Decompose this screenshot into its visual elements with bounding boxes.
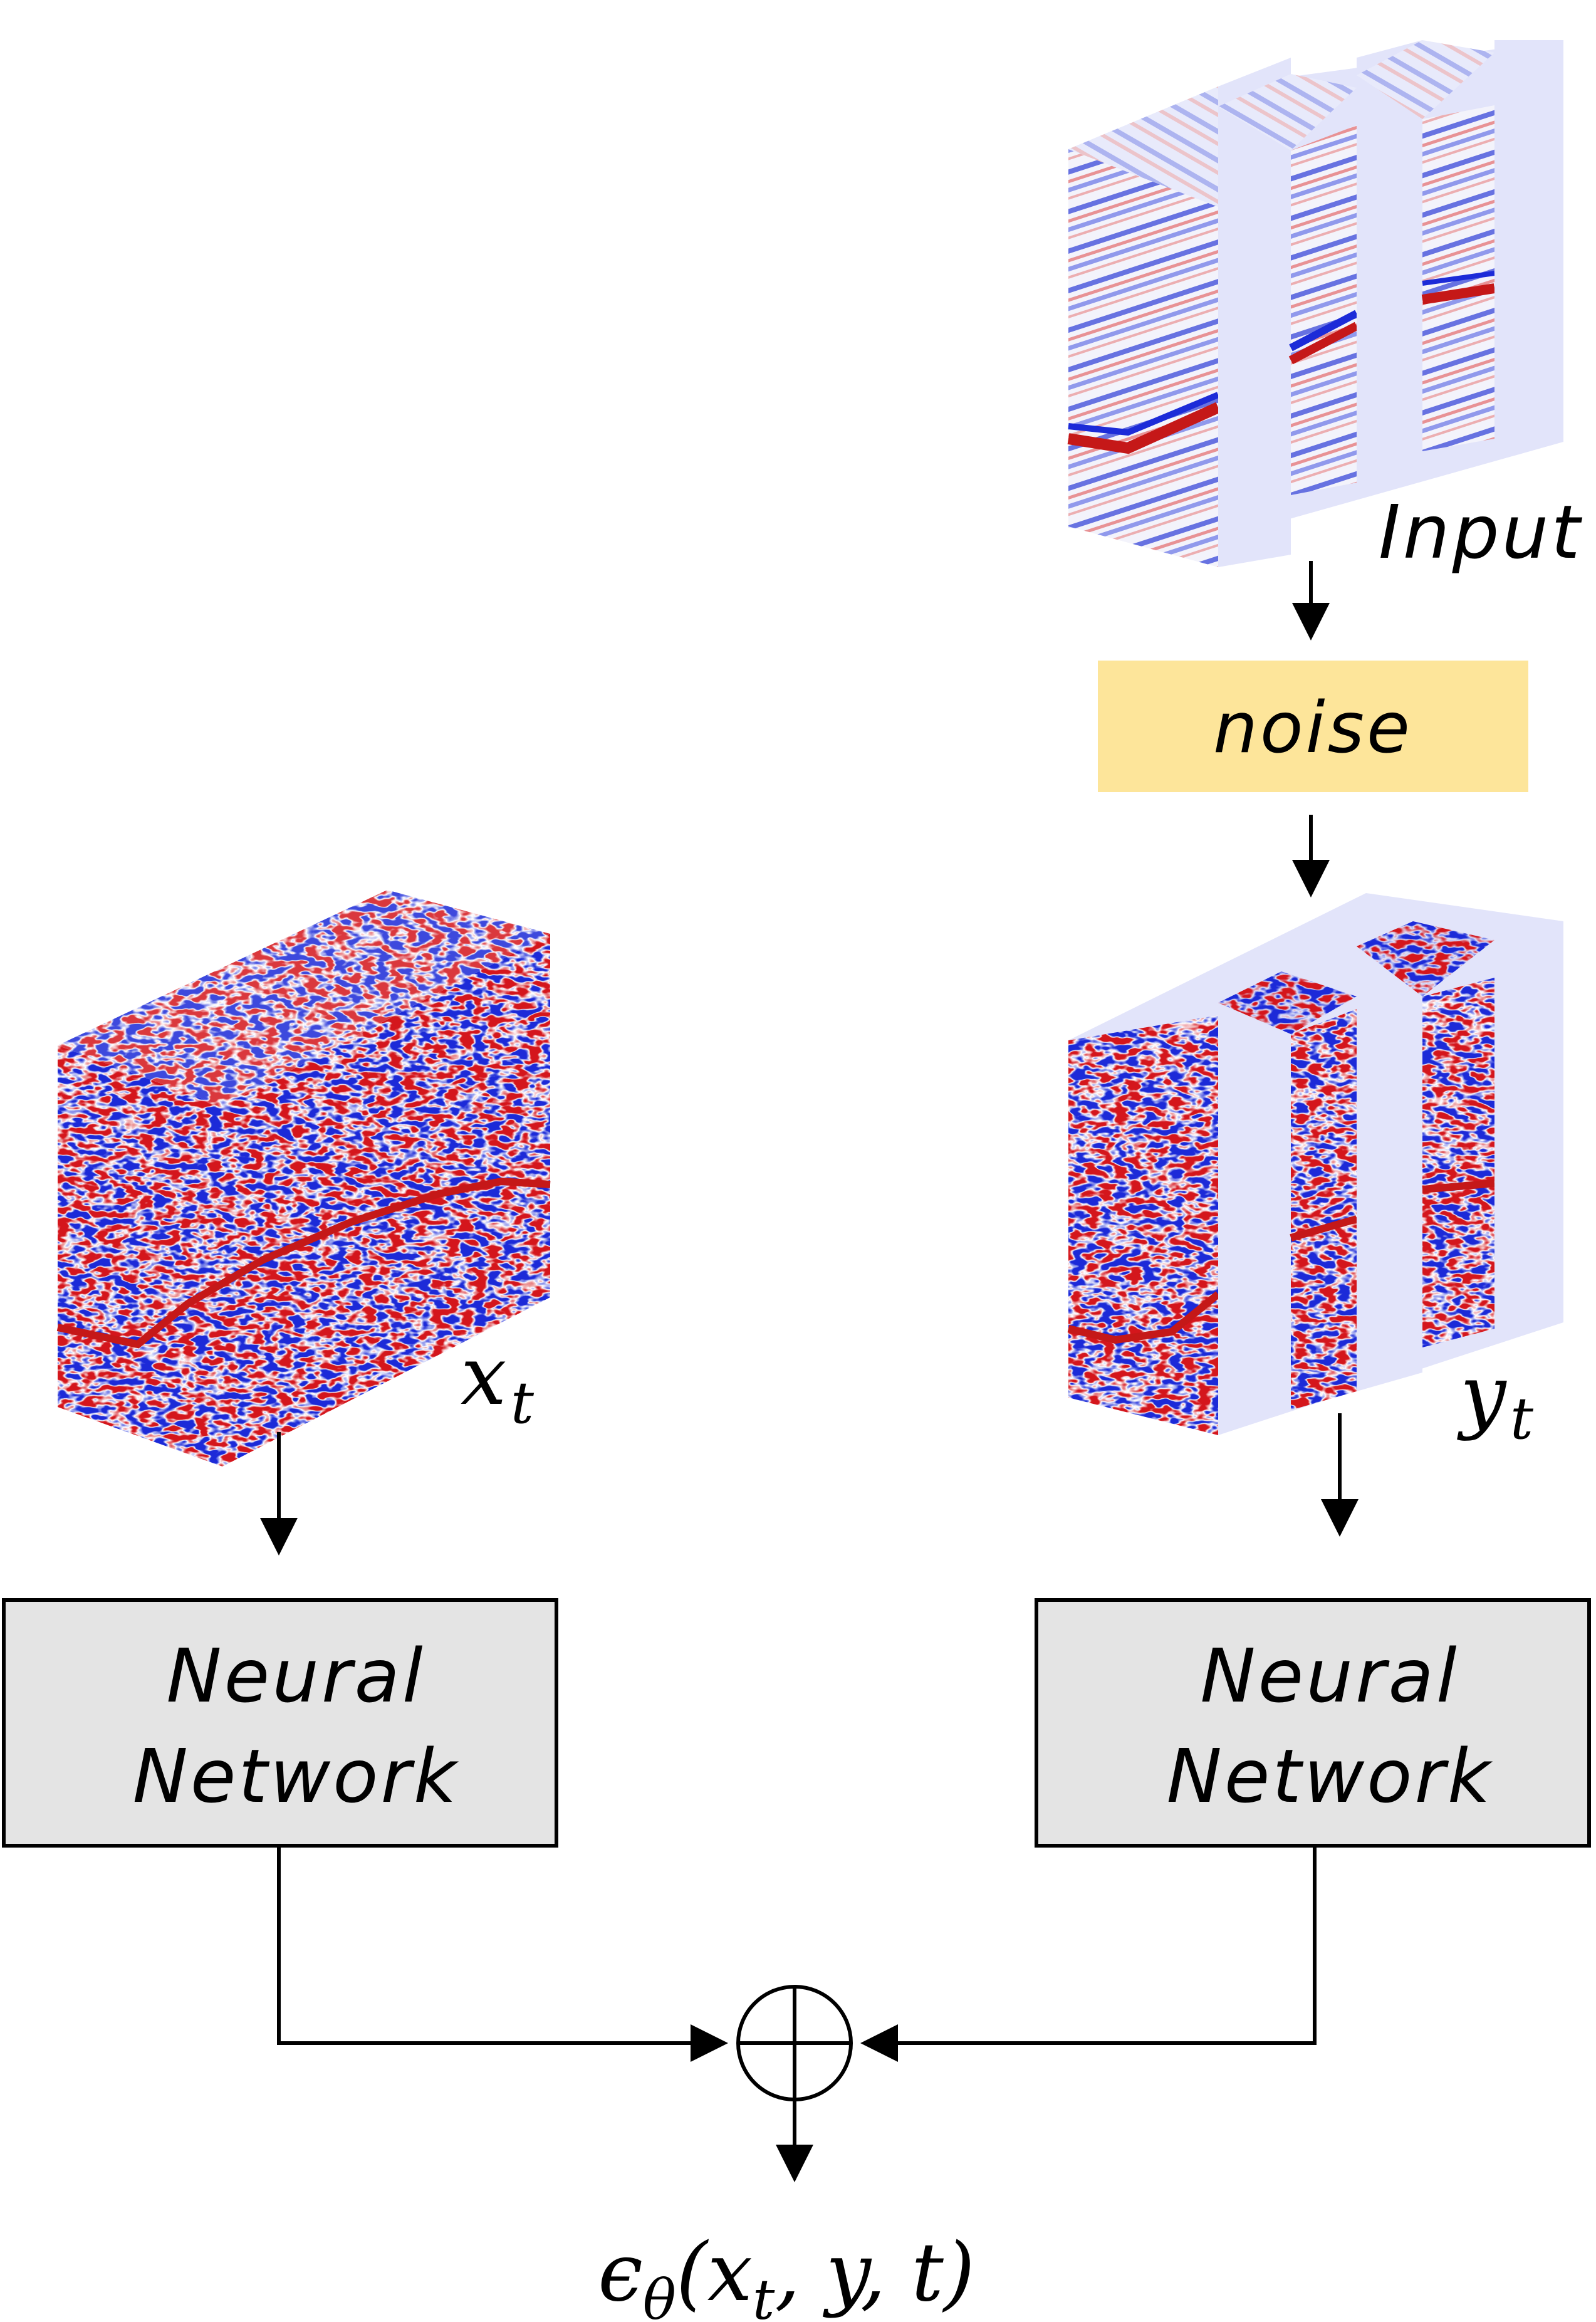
nn-right-box xyxy=(1035,1598,1591,1848)
nn-left-line2: Network xyxy=(133,1733,459,1819)
yt-volume xyxy=(1067,893,1563,1435)
nn-right-line1: Neural xyxy=(1200,1633,1459,1719)
nn-right-block: Neural Network xyxy=(1035,1598,1591,1848)
yt-event-line xyxy=(1067,1291,1221,1344)
input-stripe-3-top xyxy=(1357,40,1494,119)
input-stripe-3-event-b xyxy=(1422,271,1495,286)
nn-right-line2: Network xyxy=(1167,1733,1493,1819)
noise-box xyxy=(1098,661,1528,792)
connector-left xyxy=(277,1846,728,2062)
yt-mask-gap-2 xyxy=(1357,921,1422,1391)
input-stripe-3-event xyxy=(1421,283,1496,305)
connector-right xyxy=(860,1846,1317,2062)
output-formula: ϵθ(xt, y, t) xyxy=(598,2226,975,2322)
input-top-face-1 xyxy=(1068,86,1218,207)
circled-plus-icon xyxy=(736,1985,853,2101)
output-theta: θ xyxy=(643,2267,676,2322)
noise-label: noise xyxy=(1213,688,1412,769)
output-x-sub: t xyxy=(753,2267,775,2322)
xt-event-line xyxy=(56,1177,551,1349)
output-rest: , y, t) xyxy=(775,2226,974,2319)
nn-left-box xyxy=(2,1598,558,1848)
input-stripe-2 xyxy=(1291,125,1357,495)
input-event-line-2 xyxy=(1068,392,1219,436)
output-x: x xyxy=(707,2226,753,2319)
xt-subscript: t xyxy=(511,1369,535,1436)
xt-label: x t xyxy=(461,1328,535,1436)
yt-stripe-3-noise xyxy=(1422,978,1494,1347)
yt-front-block xyxy=(1068,1015,1218,1435)
yt-symbol: y xyxy=(1457,1347,1507,1442)
output-epsilon: ϵ xyxy=(598,2226,643,2319)
input-label: Input xyxy=(1379,489,1583,575)
output-open: ( xyxy=(676,2226,709,2319)
input-stripe-2-event-b xyxy=(1289,310,1359,352)
yt-stripe-3-event xyxy=(1422,1179,1495,1193)
input-mask-gap-1 xyxy=(1218,58,1291,567)
yt-mask-right xyxy=(1494,915,1563,1329)
output-text: ϵθ(xt, y, t) xyxy=(598,2226,975,2322)
nn-left-line1: Neural xyxy=(166,1633,425,1719)
xt-front-noise xyxy=(58,1045,222,1467)
yt-stripe-2-event xyxy=(1290,1215,1358,1242)
nn-left-block: Neural Network xyxy=(2,1598,558,1848)
input-stripe-2-top xyxy=(1218,74,1357,150)
yt-stripe-2-noise xyxy=(1291,1009,1357,1410)
input-mask-gap-2 xyxy=(1357,40,1422,483)
input-stripe-2-event xyxy=(1288,322,1359,365)
yt-mask-gap-1 xyxy=(1218,978,1291,1435)
yt-subscript: t xyxy=(1510,1385,1534,1452)
xt-symbol: x xyxy=(461,1328,506,1423)
noise-block: noise xyxy=(1098,661,1528,792)
input-mask-right xyxy=(1494,40,1563,442)
input-event-line xyxy=(1067,402,1221,454)
yt-label: y t xyxy=(1457,1347,1534,1452)
input-front-face xyxy=(1068,149,1218,567)
input-volume xyxy=(1067,40,1563,567)
